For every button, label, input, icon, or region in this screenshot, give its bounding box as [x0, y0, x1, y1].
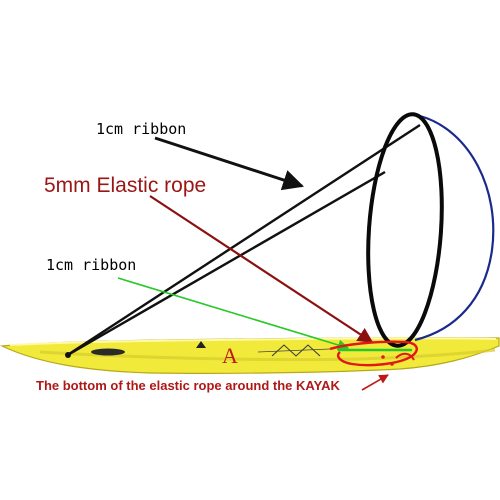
kayak-cockpit [91, 348, 125, 356]
elastic-rope-around-kayak [329, 340, 418, 367]
elastic-rope-arrow [149, 195, 374, 343]
ribbon-top-arrow [154, 136, 304, 191]
ribbon-strands [65, 123, 421, 358]
ribbon-strand-upper [65, 123, 421, 358]
loop-back-blue [414, 114, 495, 342]
elastic-rope-label: 5mm Elastic rope [44, 174, 206, 197]
elastic-knot [395, 352, 415, 361]
loop-front-black [366, 112, 444, 348]
ribbon-anchor [65, 352, 71, 358]
deck-bungee [271, 344, 321, 357]
ribbon-strand-lower [65, 170, 386, 358]
bottom-note-arrow [361, 374, 389, 391]
elastic-dot-1 [381, 355, 385, 359]
kayak-mark-label: A [222, 343, 238, 368]
kayak-deck-fitting [196, 341, 206, 348]
bottom-note-label: The bottom of the elastic rope around th… [36, 378, 340, 393]
kayak-deck-shadow [39, 348, 496, 362]
ribbon-middle-label: 1cm ribbon [46, 256, 136, 274]
green-ribbon-arrow [117, 277, 350, 351]
elastic-dot-2 [390, 362, 394, 366]
deck-rectangle [257, 348, 331, 353]
ribbon-top-label: 1cm ribbon [96, 120, 186, 138]
kayak [0, 336, 500, 374]
ribbon-loop [366, 112, 495, 348]
